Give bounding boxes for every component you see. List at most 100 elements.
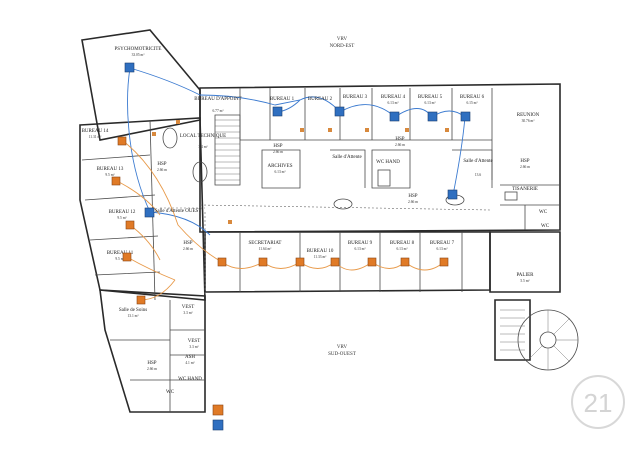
blue-unit [447,189,458,200]
orange-unit [212,404,224,416]
svg-text:11.33 m²: 11.33 m² [314,255,327,259]
svg-text:WC HAND: WC HAND [178,377,202,382]
svg-text:BUREAU 6: BUREAU 6 [460,95,485,100]
svg-text:HSP: HSP [395,137,404,142]
svg-text:BUREAU D'APPOINT: BUREAU D'APPOINT [194,97,241,102]
blue-unit [427,111,438,122]
svg-text:BUREAU 3: BUREAU 3 [343,95,368,100]
restroom-fixtures [162,127,518,210]
zone-north-label: VRV NORD-EST [330,37,355,49]
svg-text:11.31 m²: 11.31 m² [89,135,102,139]
blue-unit [124,62,135,73]
svg-text:HSP: HSP [408,194,417,199]
svg-text:33.05 m²: 33.05 m² [132,53,145,57]
svg-text:6.77 m²: 6.77 m² [212,109,223,113]
svg-text:SUD-OUEST: SUD-OUEST [328,352,356,357]
building-walls [79,29,579,413]
svg-text:2.66 m: 2.66 m [147,367,157,371]
blue-unit [144,207,155,218]
room-wc-south: WC [166,390,175,395]
svg-text:NORD-EST: NORD-EST [330,44,355,49]
svg-text:2.66 m: 2.66 m [520,165,530,169]
orange-unit [367,257,377,267]
svg-text:BUREAU 14: BUREAU 14 [82,129,109,134]
watermark-seal: 21 [571,375,625,429]
svg-text:HSP: HSP [157,162,166,167]
svg-text:BUREAU 4: BUREAU 4 [381,95,406,100]
orange-unit [117,136,127,146]
room-wc-hand: WC HAND [376,160,400,165]
svg-text:3.3 m²: 3.3 m² [189,345,198,349]
svg-text:BUREAU 2: BUREAU 2 [308,97,333,102]
svg-text:2.66 m: 2.66 m [273,150,283,154]
svg-text:2.66 m: 2.66 m [183,247,193,251]
svg-text:REUNION: REUNION [517,113,540,118]
blue-unit [460,111,471,122]
svg-text:BUREAU 7: BUREAU 7 [430,241,455,246]
room-wc-east-2: WC [541,224,550,229]
svg-text:11.64 m²: 11.64 m² [259,247,272,251]
svg-text:2.66 m: 2.66 m [408,200,418,204]
svg-text:BUREAU 8: BUREAU 8 [390,241,415,246]
room-salle-attente-1: Salle d'Attente [332,155,362,160]
svg-text:VEST: VEST [188,339,201,344]
svg-text:5.5 m²: 5.5 m² [520,279,529,283]
orange-unit [295,257,305,267]
room-bureau-3: BUREAU 3 [343,95,368,100]
stair-north [214,114,241,186]
svg-text:6.13 m²: 6.13 m² [396,247,407,251]
svg-text:BUREAU 11: BUREAU 11 [107,251,134,256]
svg-text:BUREAU 5: BUREAU 5 [418,95,443,100]
room-bureau-11: BUREAU 119.5 m² [107,251,134,261]
svg-text:VRV: VRV [337,37,348,42]
orange-unit [136,295,146,305]
svg-text:HSP: HSP [273,144,282,149]
orange-units [111,136,449,416]
svg-text:VRV: VRV [337,345,348,350]
svg-text:HSP: HSP [520,159,529,164]
room-bureau-6: BUREAU 66.15 m² [460,95,485,105]
blue-unit [212,419,224,431]
svg-text:TISANERIE: TISANERIE [512,187,538,192]
room-bureau-appoint: BUREAU D'APPOINT 6.77 m² [194,97,241,113]
svg-text:2.66 m: 2.66 m [395,143,405,147]
svg-text:PSYCHOMOTRICITE: PSYCHOMOTRICITE [115,47,162,52]
stair-east-spiral [517,309,579,371]
orange-unit [122,252,132,262]
svg-text:13.1 m²: 13.1 m² [127,314,138,318]
svg-text:2.66 m: 2.66 m [157,168,167,172]
svg-text:ARCHIVES: ARCHIVES [267,164,292,169]
svg-text:BUREAU 13: BUREAU 13 [97,167,124,172]
orange-unit [330,257,340,267]
svg-text:6.13 m²: 6.13 m² [424,101,435,105]
room-wc-hand-south: WC HAND [178,377,202,382]
svg-text:VEST: VEST [182,305,195,310]
orange-unit [111,176,121,186]
room-bureau-1: BUREAU 1 [270,97,295,102]
room-bureau-2: BUREAU 2 [308,97,333,102]
room-tisanerie: TISANERIE [512,187,538,192]
orange-unit [439,257,449,267]
room-bureau-9: BUREAU 96.13 m² [348,241,373,251]
svg-text:Salle d'Attente: Salle d'Attente [332,155,362,160]
svg-text:SECRETARIAT: SECRETARIAT [249,241,282,246]
orange-unit [400,257,410,267]
room-wc-east-1: WC [539,210,548,215]
